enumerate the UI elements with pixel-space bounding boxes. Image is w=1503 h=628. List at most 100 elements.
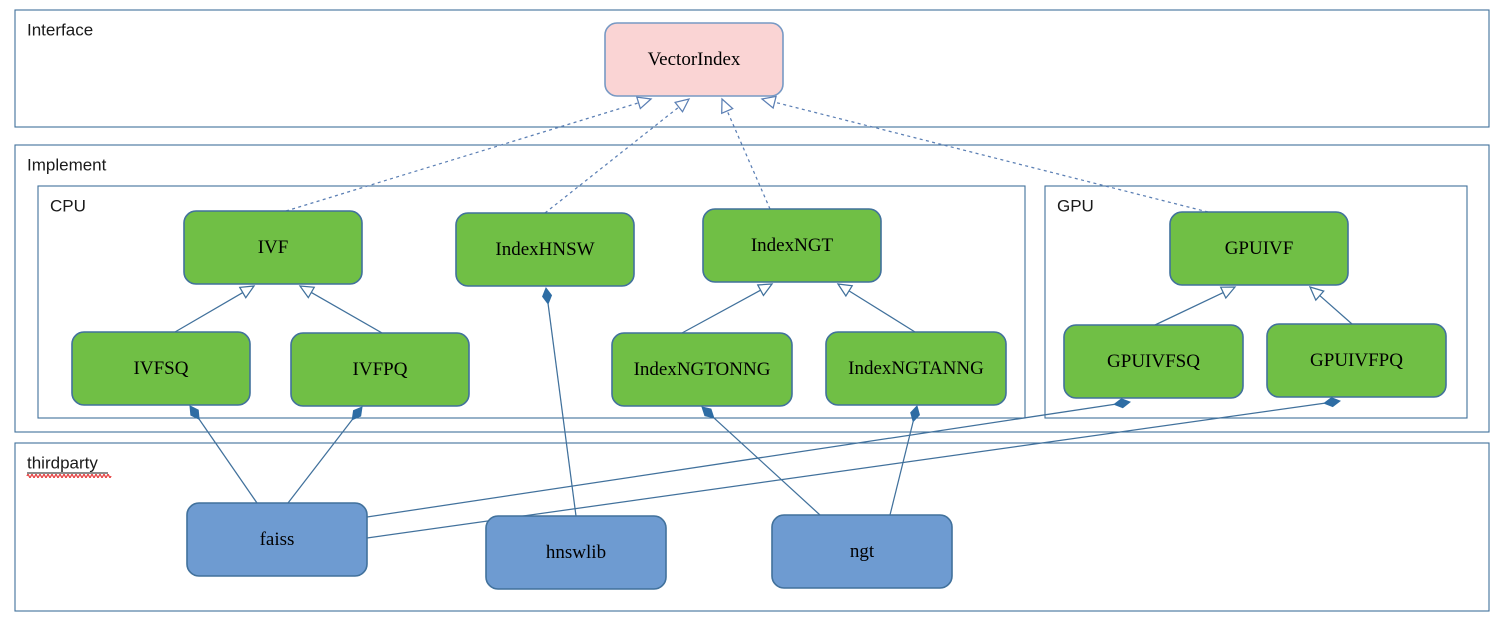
node-label-gpuivfpq: GPUIVFPQ: [1310, 350, 1403, 371]
node-label-ivfsq: IVFSQ: [134, 358, 189, 379]
edge-line-e-ivf-vectorindex: [285, 102, 639, 212]
edge-line-e-ngt-ngtonng: [713, 417, 821, 516]
node-label-ivf: IVF: [258, 237, 289, 258]
node-box-gpuivfsq[interactable]: [1063, 324, 1244, 399]
node-ivfpq[interactable]: IVFPQ: [290, 332, 470, 407]
edge-line-e-hnswlib-indexhnsw: [547, 303, 577, 517]
node-gpuivf[interactable]: GPUIVF: [1169, 211, 1349, 286]
node-label-gpuivf: GPUIVF: [1225, 238, 1294, 259]
node-label-indexhnsw: IndexHNSW: [495, 239, 594, 260]
arrowhead-e-ngtonng-indexngt: [756, 283, 774, 297]
node-box-hnswlib[interactable]: [485, 515, 667, 590]
node-gpuivfpq[interactable]: GPUIVFPQ: [1266, 323, 1447, 398]
node-box-indexhnsw[interactable]: [455, 212, 635, 287]
edge-e-ivfsq-ivf: [174, 292, 244, 333]
node-label-indexngtonng: IndexNGTONNG: [634, 359, 771, 380]
node-label-ngt: ngt: [850, 541, 875, 562]
package-label-cpu: CPU: [50, 196, 86, 215]
diamond-e-faiss-gpuivfsq: [1113, 398, 1132, 409]
edge-e-ivf-vectorindex: [285, 102, 639, 212]
edge-e-faiss-ivfsq: [198, 418, 258, 504]
node-box-gpuivf[interactable]: [1169, 211, 1349, 286]
edge-line-e-faiss-gpuivfsq: [366, 403, 1115, 518]
node-box-gpuivfpq[interactable]: [1266, 323, 1447, 398]
node-label-gpuivfsq: GPUIVFSQ: [1107, 351, 1200, 372]
node-box-ngt[interactable]: [771, 514, 953, 589]
edge-line-e-faiss-ivfpq: [287, 419, 353, 504]
package-label-interface: Interface: [27, 20, 93, 39]
edge-e-ngt-ngtanng: [889, 421, 914, 516]
edges-layer: [174, 95, 1353, 539]
edge-e-gpuivfpq-gpuivf: [1319, 295, 1353, 325]
arrowhead-e-ivfsq-ivf: [238, 285, 256, 299]
edge-line-e-gpuivfpq-gpuivf: [1319, 295, 1353, 325]
arrowhead-e-indexhnsw-vectorindex: [674, 98, 691, 113]
node-label-faiss: faiss: [260, 529, 295, 550]
edge-e-hnswlib-indexhnsw: [547, 303, 577, 517]
node-box-faiss[interactable]: [186, 502, 368, 577]
edge-line-e-ivfpq-ivf: [310, 291, 383, 334]
node-box-indexngtonng[interactable]: [611, 332, 793, 407]
node-box-ivf[interactable]: [183, 210, 363, 285]
edge-e-faiss-gpuivfsq: [366, 403, 1115, 518]
edge-line-e-ivfsq-ivf: [174, 292, 244, 333]
node-gpuivfsq[interactable]: GPUIVFSQ: [1063, 324, 1244, 399]
edge-line-e-ngt-ngtanng: [889, 421, 914, 516]
node-box-indexngt[interactable]: [702, 208, 882, 283]
node-indexngtanng[interactable]: IndexNGTANNG: [825, 331, 1007, 406]
spellcheck-underline-thirdparty: [26, 473, 112, 479]
diamond-e-faiss-ivfpq: [351, 406, 363, 421]
node-label-ivfpq: IVFPQ: [353, 359, 408, 380]
edge-e-ivfpq-ivf: [310, 291, 383, 334]
diamond-e-faiss-ivfsq: [189, 405, 200, 421]
diamond-e-faiss-gpuivfpq: [1323, 397, 1342, 408]
node-vectorindex[interactable]: VectorIndex: [604, 22, 784, 97]
arrowhead-e-ivfpq-ivf: [298, 285, 316, 299]
node-ivf[interactable]: IVF: [183, 210, 363, 285]
diamond-e-ngt-ngtonng: [701, 406, 715, 419]
edge-line-e-gpuivf-vectorindex: [774, 101, 1209, 213]
edge-e-ngt-ngtonng: [713, 417, 821, 516]
node-box-ivfpq[interactable]: [290, 332, 470, 407]
diamond-e-ngt-ngtanng: [910, 405, 920, 423]
arrowhead-e-ivf-vectorindex: [635, 96, 653, 110]
node-box-vectorindex[interactable]: [604, 22, 784, 97]
arrowhead-e-gpuivf-vectorindex: [760, 95, 777, 110]
node-hnswlib[interactable]: hnswlib: [485, 515, 667, 590]
node-label-indexngtanng: IndexNGTANNG: [848, 358, 984, 379]
package-label-implement: Implement: [27, 155, 107, 174]
node-ivfsq[interactable]: IVFSQ: [71, 331, 251, 406]
node-label-hnswlib: hnswlib: [546, 542, 606, 563]
edge-e-faiss-ivfpq: [287, 419, 353, 504]
arrowhead-e-gpuivfpq-gpuivf: [1308, 286, 1325, 302]
edge-e-gpuivfsq-gpuivf: [1154, 292, 1224, 326]
edge-line-e-ngtonng-indexngt: [681, 289, 761, 334]
node-indexngt[interactable]: IndexNGT: [702, 208, 882, 283]
package-label-thirdparty: thirdparty: [27, 453, 98, 472]
diamond-e-hnswlib-indexhnsw: [542, 286, 553, 305]
arrowhead-e-gpuivfsq-gpuivf: [1219, 286, 1237, 300]
package-label-gpu: GPU: [1057, 196, 1094, 215]
edge-line-e-ngtanng-indexngt: [848, 290, 916, 333]
node-label-indexngt: IndexNGT: [751, 235, 834, 256]
edge-line-e-indexhnsw-vectorindex: [544, 106, 680, 214]
arrowhead-e-indexngt-vectorindex: [721, 97, 734, 115]
edge-e-ngtanng-indexngt: [848, 290, 916, 333]
node-indexngtonng[interactable]: IndexNGTONNG: [611, 332, 793, 407]
edge-e-gpuivf-vectorindex: [774, 101, 1209, 213]
node-indexhnsw[interactable]: IndexHNSW: [455, 212, 635, 287]
node-ngt[interactable]: ngt: [771, 514, 953, 589]
node-faiss[interactable]: faiss: [186, 502, 368, 577]
edge-e-indexhnsw-vectorindex: [544, 106, 680, 214]
node-label-vectorindex: VectorIndex: [648, 49, 741, 70]
node-box-indexngtanng[interactable]: [825, 331, 1007, 406]
edge-line-e-indexngt-vectorindex: [726, 110, 771, 210]
edge-e-indexngt-vectorindex: [726, 110, 771, 210]
edge-line-e-faiss-ivfsq: [198, 418, 258, 504]
node-box-ivfsq[interactable]: [71, 331, 251, 406]
edge-e-ngtonng-indexngt: [681, 289, 761, 334]
arrowhead-e-ngtanng-indexngt: [836, 283, 854, 298]
